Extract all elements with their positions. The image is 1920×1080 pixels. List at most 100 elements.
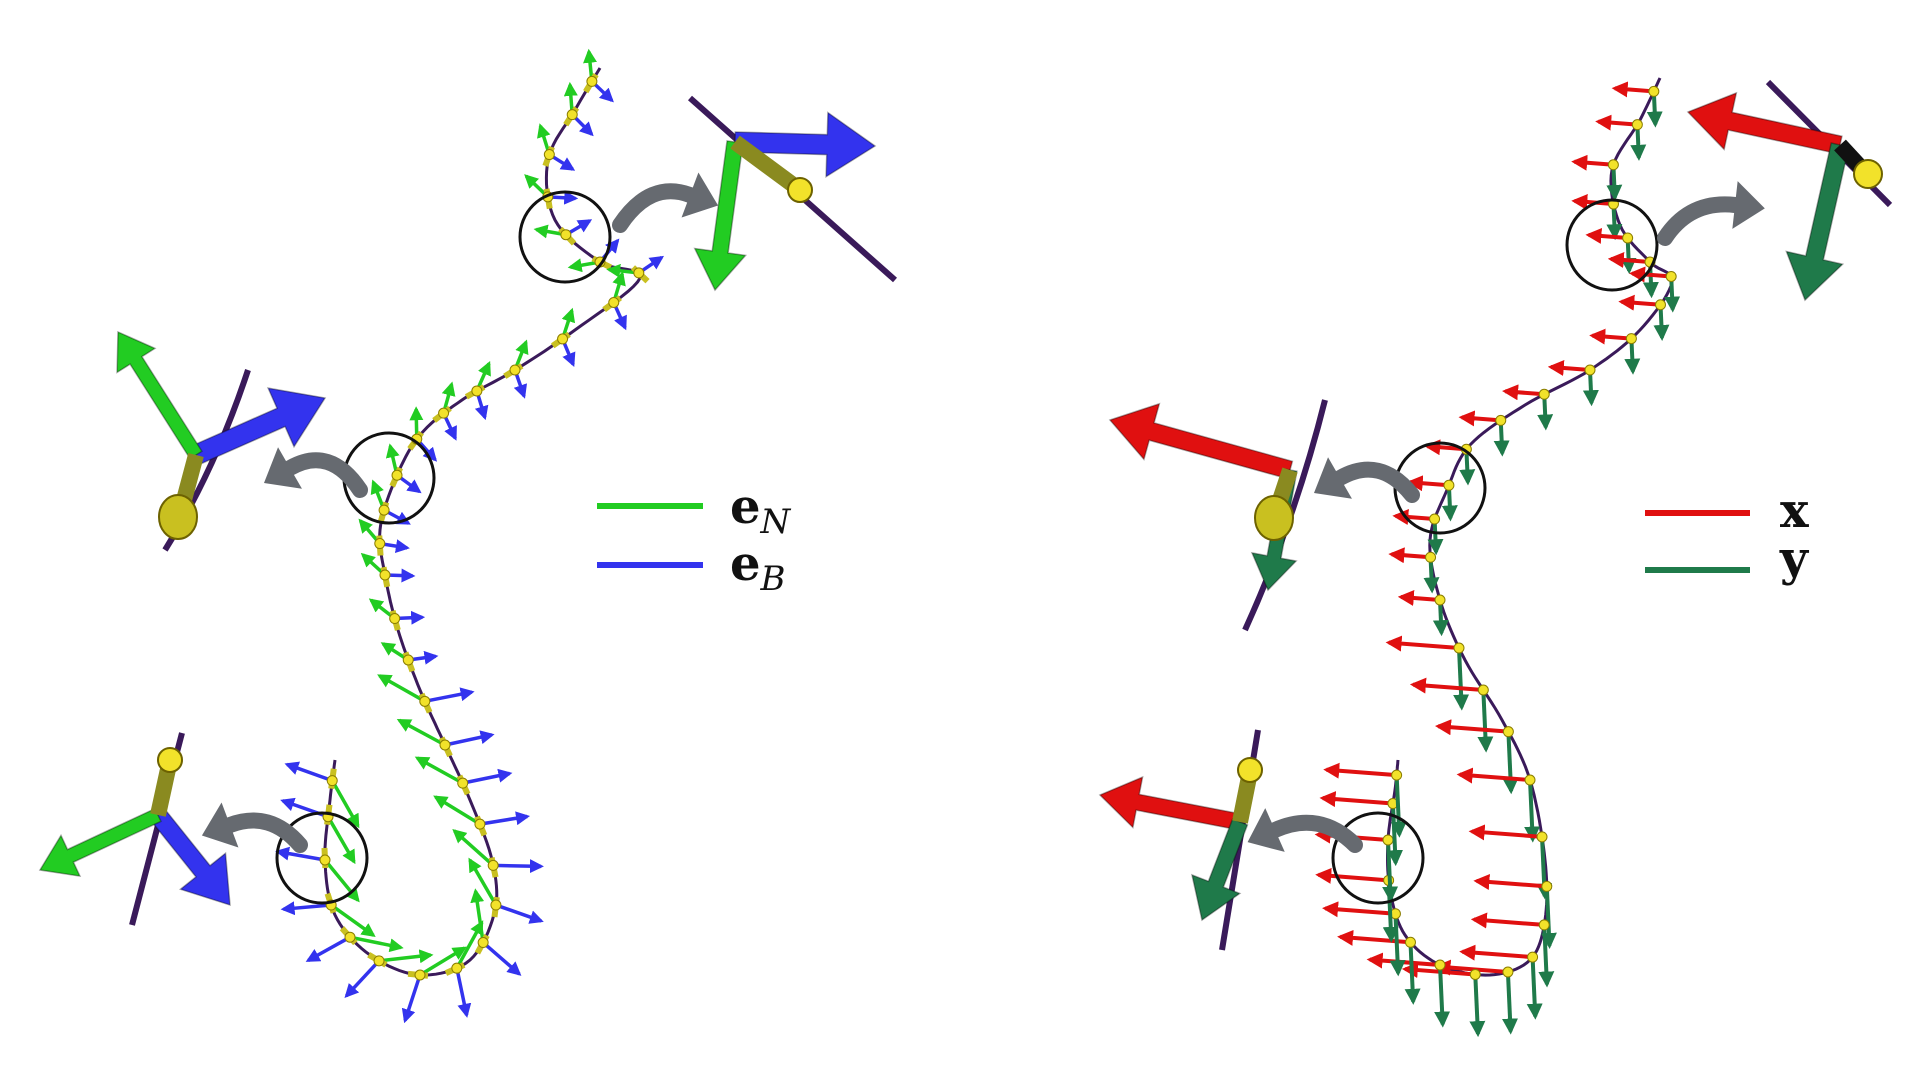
normal-vector-20 bbox=[396, 718, 446, 747]
binormal-vector-20 bbox=[444, 730, 495, 747]
curve-node-10 bbox=[471, 385, 483, 397]
x-axis-vector-32 bbox=[1319, 791, 1394, 808]
normal-vector-30 bbox=[330, 903, 376, 937]
x-axis-vector-1 bbox=[1595, 114, 1638, 131]
curve-node-29 bbox=[344, 931, 356, 943]
x-axis-vector-5 bbox=[1607, 252, 1651, 268]
callout-arrow-bottom-head bbox=[1247, 808, 1285, 852]
y-axis-vector-19 bbox=[1502, 731, 1519, 795]
zoom-node-middle bbox=[1254, 495, 1294, 541]
callout-arrow-bottom-head bbox=[201, 802, 239, 848]
zoom-x-axis-bottom bbox=[1098, 775, 1243, 831]
zoom-y-axis-top bbox=[1785, 142, 1850, 302]
curve-node-17 bbox=[389, 613, 401, 625]
curve-node-23 bbox=[1538, 919, 1550, 931]
curve-node-20 bbox=[1524, 774, 1536, 786]
y-axis-vector-25 bbox=[1502, 971, 1519, 1035]
curve-node-26 bbox=[451, 962, 463, 974]
curve-node-19 bbox=[419, 695, 431, 707]
curve-node-31 bbox=[1382, 834, 1394, 846]
zoom-circle-bottom bbox=[275, 811, 369, 905]
y-axis-vector-32 bbox=[1387, 803, 1404, 867]
callout-arrow-top-shaft bbox=[612, 183, 698, 233]
curve-node-14 bbox=[1429, 513, 1441, 525]
binormal-vector-26 bbox=[455, 967, 472, 1018]
curve-node-18 bbox=[402, 654, 414, 666]
curve-node-0 bbox=[586, 75, 598, 87]
curve-node-28 bbox=[373, 955, 385, 967]
curve-node-6 bbox=[633, 267, 645, 279]
x-axis-vector-14 bbox=[1392, 509, 1435, 525]
x-axis-vector-20 bbox=[1456, 767, 1531, 784]
curve-node-24 bbox=[490, 899, 502, 911]
curve-node-13 bbox=[391, 469, 403, 481]
curve-node-33 bbox=[326, 775, 338, 787]
curve-node-9 bbox=[509, 364, 521, 376]
curve-node-2 bbox=[1607, 159, 1619, 171]
curve-node-24 bbox=[1527, 951, 1539, 963]
callout-arrow-top-head bbox=[681, 172, 719, 218]
binormal-vector-29 bbox=[305, 935, 351, 963]
curve-node-15 bbox=[1425, 551, 1437, 563]
zoom-binormal-middle bbox=[190, 387, 327, 466]
zoom-y-axis-bottom bbox=[1190, 818, 1249, 922]
x-axis-vector-13 bbox=[1406, 475, 1450, 492]
y-axis-vector-15 bbox=[1423, 557, 1440, 594]
zoom-node-bottom bbox=[1237, 757, 1263, 783]
y-axis-vector-18 bbox=[1477, 689, 1494, 753]
normal-vector-23 bbox=[452, 828, 495, 867]
y-axis-vector-33 bbox=[1390, 775, 1407, 838]
curve-node-15 bbox=[374, 538, 386, 550]
y-axis-vector-0 bbox=[1646, 91, 1663, 128]
x-axis-vector-28 bbox=[1337, 929, 1411, 946]
legend-label-normal: eN bbox=[730, 479, 792, 542]
legend-label-y: y bbox=[1779, 531, 1810, 587]
curve-node-19 bbox=[1502, 726, 1514, 738]
callout-arrow-top-head bbox=[1732, 181, 1765, 229]
binormal-vector-33 bbox=[284, 761, 333, 783]
x-axis-vector-6 bbox=[1628, 266, 1672, 283]
x-axis-vector-18 bbox=[1409, 677, 1484, 694]
y-axis-vector-14 bbox=[1427, 518, 1444, 556]
curve-node-1 bbox=[566, 109, 578, 121]
y-axis-vector-28 bbox=[1404, 942, 1421, 1005]
normal-vector-32 bbox=[326, 815, 356, 865]
curve-node-26 bbox=[1469, 968, 1481, 980]
x-axis-vector-15 bbox=[1388, 547, 1431, 564]
curve-node-23 bbox=[487, 859, 499, 871]
legend-label-x: x bbox=[1780, 483, 1809, 539]
y-axis-vector-1 bbox=[1630, 124, 1647, 161]
x-axis-vector-25 bbox=[1434, 959, 1509, 976]
y-axis-vector-22 bbox=[1540, 886, 1557, 949]
x-axis-vector-24 bbox=[1459, 944, 1533, 961]
y-axis-vector-17 bbox=[1453, 647, 1470, 711]
x-axis-vector-4 bbox=[1585, 227, 1628, 244]
curve-node-27 bbox=[1434, 959, 1446, 971]
curve-node-7 bbox=[1655, 299, 1666, 311]
binormal-vector-30 bbox=[280, 901, 332, 916]
curve-node-20 bbox=[439, 739, 451, 751]
curve-node-9 bbox=[1584, 364, 1596, 376]
curve-node-11 bbox=[1495, 414, 1507, 426]
normal-vector-19 bbox=[377, 674, 426, 703]
callout-arrow-middle-head bbox=[263, 447, 302, 489]
zoom-circle-bottom bbox=[1331, 811, 1425, 905]
normal-vector-26 bbox=[455, 920, 484, 970]
zoom-binormal-bottom bbox=[149, 808, 231, 907]
x-axis-vector-2 bbox=[1571, 154, 1614, 171]
y-axis-vector-13 bbox=[1441, 485, 1458, 522]
y-axis-vector-31 bbox=[1382, 839, 1399, 903]
normal-vector-27 bbox=[419, 946, 467, 977]
binormal-vector-28 bbox=[344, 959, 381, 998]
curve-node-22 bbox=[474, 818, 486, 830]
curve-node-16 bbox=[379, 569, 391, 581]
y-axis-vector-7 bbox=[1653, 304, 1670, 341]
zoom-binormal-top bbox=[733, 111, 877, 178]
binormal-vector-22 bbox=[479, 811, 531, 826]
zoom-normal-middle bbox=[116, 330, 203, 460]
y-axis-vector-4 bbox=[1620, 237, 1637, 275]
curve-node-6 bbox=[1665, 270, 1677, 282]
x-axis-vector-10 bbox=[1502, 384, 1545, 401]
y-axis-vector-29 bbox=[1389, 913, 1406, 977]
curve-node-1 bbox=[1631, 119, 1643, 131]
